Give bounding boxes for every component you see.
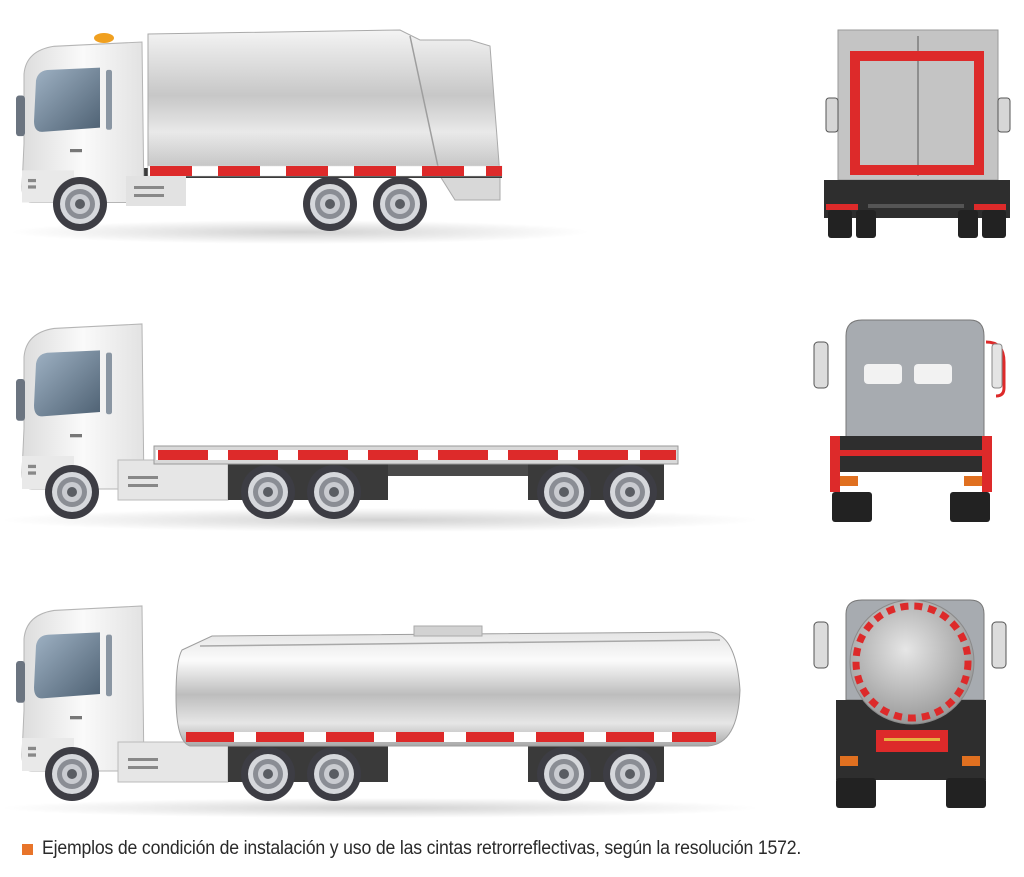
retroreflective-tape [830, 436, 992, 492]
tanker-trailer-rear [813, 599, 1007, 808]
retroreflective-tape [147, 165, 503, 177]
retroreflective-tape [156, 450, 676, 460]
caption-bullet-icon [22, 843, 33, 855]
garbage-truck-rear [824, 29, 1011, 238]
tanker-trailer-side [0, 605, 760, 818]
retroreflective-tape [186, 732, 716, 742]
flatbed-trailer-side [0, 323, 760, 532]
flatbed-trailer-rear [813, 319, 1006, 522]
figure-caption: Ejemplos de condición de instalación y u… [22, 834, 1012, 864]
retroreflective-tape [852, 602, 972, 722]
vehicles-illustration [0, 29, 1011, 818]
caption-text: Ejemplos de condición de instalación y u… [42, 838, 802, 859]
retroreflective-tape [850, 51, 984, 175]
garbage-truck-side [10, 29, 590, 244]
